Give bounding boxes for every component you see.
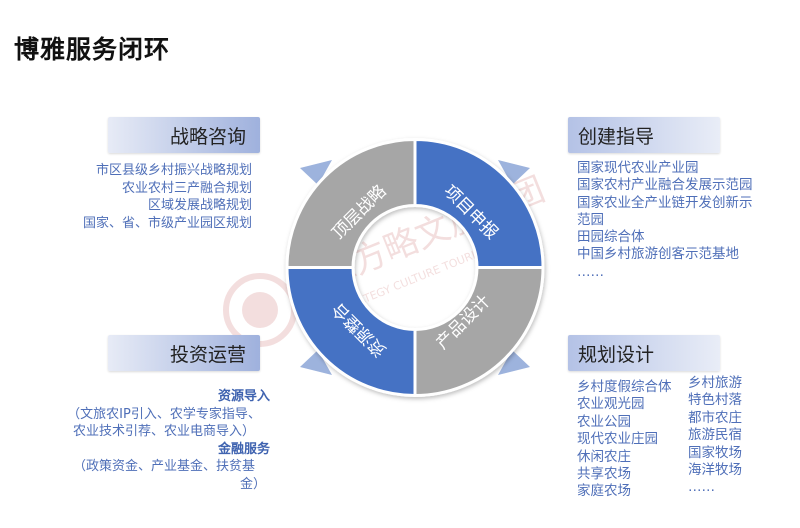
segment-top-right [413, 137, 545, 269]
section-line: （政策资金、产业基金、扶贫基 [72, 459, 255, 474]
creation-guidance-list: 国家现代农业产业园 国家农村产业融合发展示范园 国家农业全产业链开发创新示 范园… [577, 160, 753, 281]
list-item: …… [577, 263, 604, 280]
segment-bottom-left [285, 266, 417, 398]
banner-label: 战略咨询 [169, 125, 246, 148]
list-item: 农业公园 [577, 413, 631, 430]
section-line: （文旅农IP引入、农学专家指导、 [67, 406, 261, 422]
planning-design-list-col2: 乡村旅游 特色村落 都市农庄 旅游民宿 国家牧场 海洋牧场 …… [688, 375, 742, 497]
arrow-top-left-icon [300, 160, 332, 185]
page-title: 博雅服务闭环 [14, 35, 171, 64]
list-item: …… [688, 479, 715, 496]
list-item: 海洋牧场 [688, 462, 742, 479]
segment-top-left [285, 137, 417, 269]
section-line: 农业技术引荐、农业电商导入） [72, 424, 255, 439]
banner-planning-design: 规划设计 [568, 335, 720, 371]
list-item: 农业农村三产融合规划 [121, 180, 252, 196]
section-title-finance: 金融服务 [217, 441, 270, 457]
arrow-top-right-icon [498, 160, 530, 185]
list-item: 区域发展战略规划 [147, 198, 252, 213]
list-item: 市区县级乡村振兴战略规划 [95, 163, 252, 178]
list-item: 现代农业庄园 [577, 431, 658, 448]
list-item: 国家农村产业融合发展示范园 [577, 177, 753, 194]
list-item: 乡村度假综合体 [577, 379, 672, 395]
list-item: 休闲农庄 [577, 448, 631, 465]
segment-bottom-right [413, 266, 545, 398]
banner-label: 创建指导 [578, 125, 655, 148]
list-item: 范园 [577, 211, 604, 228]
banner-label: 规划设计 [578, 343, 655, 366]
list-item: 田园综合体 [577, 229, 645, 246]
list-item: 农业观光园 [577, 396, 645, 413]
banner-creation-guidance: 创建指导 [568, 117, 720, 153]
planning-design-list-col1: 乡村度假综合体 农业观光园 农业公园 现代农业庄园 休闲农庄 共享农场 家庭农场 [577, 379, 672, 501]
list-item: 中国乡村旅游创客示范基地 [577, 246, 739, 263]
banner-investment-operation: 投资运营 [108, 335, 260, 371]
list-item: 国家现代农业产业园 [577, 160, 699, 176]
list-item: 特色村落 [688, 392, 742, 409]
list-item: 国家农业全产业链开发创新示 [577, 194, 753, 211]
banner-strategy-consulting: 战略咨询 [108, 117, 260, 153]
investment-operation-list: 资源导入 （文旅农IP引入、农学专家指导、 农业技术引荐、农业电商导入） 金融服… [58, 388, 270, 493]
list-item: 旅游民宿 [688, 427, 742, 444]
arrow-bottom-right-icon [498, 350, 530, 375]
list-item: 乡村旅游 [688, 375, 742, 391]
arrow-bottom-left-icon [300, 350, 332, 375]
section-title-resource: 资源导入 [217, 389, 270, 404]
list-item: 家庭农场 [577, 483, 631, 500]
section-line: 金） [239, 476, 266, 492]
list-item: 国家牧场 [688, 444, 742, 461]
service-cycle-diagram: 顶层战略 项目申报 产品设计 资源整合 [285, 137, 545, 398]
list-item: 都市农庄 [688, 409, 742, 426]
list-item: 共享农场 [577, 466, 631, 483]
list-item: 国家、省、市级产业园区规划 [82, 215, 252, 231]
banner-label: 投资运营 [169, 343, 246, 366]
strategy-consulting-list: 市区县级乡村振兴战略规划 农业农村三产融合规划 区域发展战略规划 国家、省、市级… [83, 162, 252, 232]
